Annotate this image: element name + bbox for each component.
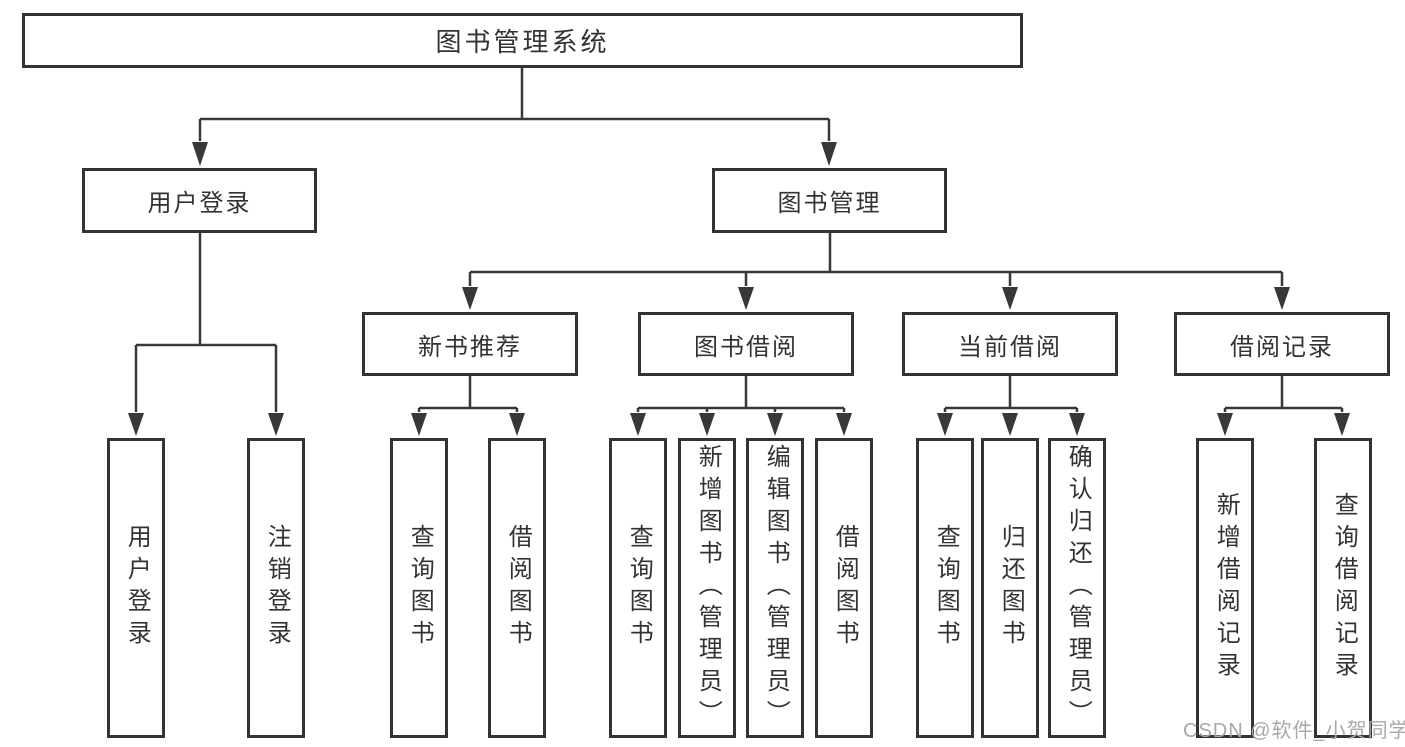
- watermark: CSDN @软件_小贺同学: [1183, 720, 1405, 742]
- leaf-label: 查询借阅记录: [1330, 492, 1358, 684]
- leaf-label: 注销登录: [263, 524, 291, 652]
- leaf-query-books-current: 查询图书: [916, 438, 974, 738]
- connector-arrowhead: [462, 287, 478, 310]
- connector-arrowhead: [509, 413, 525, 436]
- leaf-label: 新增借阅记录: [1212, 492, 1240, 684]
- leaf-user-login: 用户登录: [107, 438, 165, 738]
- leaf-label: 归还图书: [997, 524, 1025, 652]
- connector-arrowhead: [767, 413, 783, 436]
- connector-line: [134, 233, 278, 412]
- connector-arrowhead: [1069, 413, 1085, 436]
- connector-arrowhead: [738, 287, 754, 310]
- leaf-label: 查询图书: [406, 524, 434, 652]
- connector-arrowhead: [1274, 287, 1290, 310]
- leaf-borrow-books: 借阅图书: [815, 438, 873, 738]
- leaf-add-borrow-record: 新增借阅记录: [1196, 438, 1254, 738]
- leaf-label: 借阅图书: [504, 524, 532, 652]
- node-user-login: 用户登录: [82, 168, 317, 233]
- connector-line: [468, 233, 1284, 286]
- node-book-borrow: 图书借阅: [638, 312, 854, 376]
- leaf-label: 新增图书（管理员）: [694, 444, 722, 732]
- connector-arrowhead: [411, 413, 427, 436]
- leaf-label: 查询图书: [932, 524, 960, 652]
- leaf-add-books-admin: 新增图书（管理员）: [678, 438, 736, 738]
- connector-arrowhead: [192, 142, 208, 166]
- node-borrow-records: 借阅记录: [1174, 312, 1390, 376]
- connector-arrowhead: [821, 142, 837, 166]
- connector-arrowhead: [1002, 287, 1018, 310]
- connector-line: [1223, 376, 1344, 412]
- leaf-query-books-borrow: 查询图书: [609, 438, 667, 738]
- connector-line: [943, 376, 1079, 412]
- connector-line: [417, 376, 519, 412]
- node-current-borrow: 当前借阅: [902, 312, 1118, 376]
- leaf-label: 确认归还（管理员）: [1064, 444, 1092, 732]
- connector-arrowhead: [699, 413, 715, 436]
- connector-arrowhead: [836, 413, 852, 436]
- node-book-management: 图书管理: [712, 168, 947, 233]
- connector-arrowhead: [1334, 413, 1350, 436]
- leaf-query-borrow-record: 查询借阅记录: [1314, 438, 1372, 738]
- leaf-confirm-return-admin: 确认归还（管理员）: [1048, 438, 1106, 738]
- node-root: 图书管理系统: [22, 13, 1023, 68]
- connector-arrowhead: [1217, 413, 1233, 436]
- connector-arrowhead: [937, 413, 953, 436]
- connector-line: [198, 68, 831, 141]
- leaf-borrow-books-recommend: 借阅图书: [488, 438, 546, 738]
- leaf-logout: 注销登录: [247, 438, 305, 738]
- leaf-return-books: 归还图书: [981, 438, 1039, 738]
- leaf-edit-books-admin: 编辑图书（管理员）: [746, 438, 804, 738]
- leaf-label: 查询图书: [625, 524, 653, 652]
- leaf-query-books-recommend: 查询图书: [390, 438, 448, 738]
- leaf-label: 用户登录: [123, 524, 151, 652]
- connector-arrowhead: [630, 413, 646, 436]
- connector-arrowhead: [128, 413, 144, 436]
- connector-line: [636, 376, 846, 412]
- leaf-label: 编辑图书（管理员）: [762, 444, 790, 732]
- node-new-book-recommend: 新书推荐: [362, 312, 578, 376]
- connector-arrowhead: [1002, 413, 1018, 436]
- leaf-label: 借阅图书: [831, 524, 859, 652]
- connector-arrowhead: [268, 413, 284, 436]
